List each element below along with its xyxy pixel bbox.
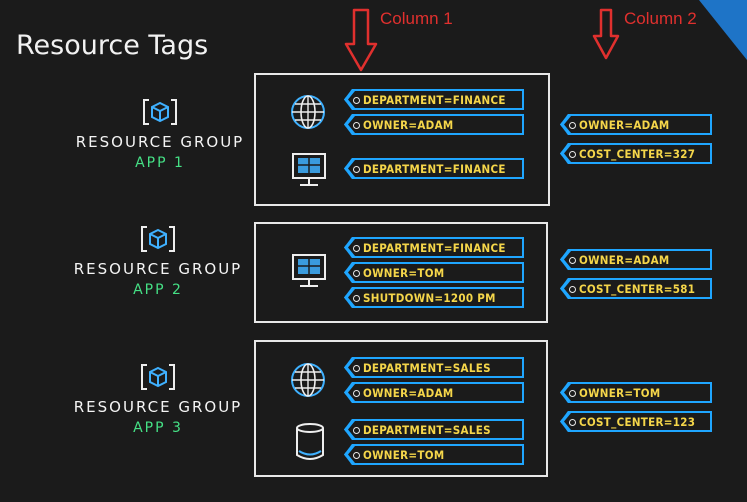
group-tag: OWNER=ADAM bbox=[560, 114, 712, 135]
resource-box-app-2 bbox=[254, 222, 548, 323]
resource-box-app-1 bbox=[254, 73, 550, 206]
resource-group-2: RESOURCE GROUP APP 2 bbox=[68, 224, 248, 298]
resource-group-3: RESOURCE GROUP APP 3 bbox=[68, 362, 248, 436]
resource-group-app: APP 3 bbox=[133, 420, 183, 436]
tag: DEPARTMENT=FINANCE bbox=[344, 237, 524, 258]
resource-group-app: APP 2 bbox=[133, 282, 183, 298]
column-2-arrow-icon bbox=[592, 8, 620, 60]
group-tag: COST_CENTER=327 bbox=[560, 143, 712, 164]
globe-icon bbox=[291, 363, 325, 397]
group-tag: OWNER=TOM bbox=[560, 382, 712, 403]
resource-group-cube-icon bbox=[141, 364, 175, 390]
resource-box-app-3 bbox=[254, 340, 548, 477]
corner-decoration bbox=[699, 0, 747, 60]
globe-icon bbox=[291, 95, 325, 129]
tag: DEPARTMENT=SALES bbox=[344, 419, 524, 440]
vm-monitor-icon bbox=[292, 254, 326, 287]
column-1-arrow-icon bbox=[344, 8, 378, 72]
tag: OWNER=TOM bbox=[344, 444, 524, 465]
tag: SHUTDOWN=1200 PM bbox=[344, 287, 524, 308]
group-tag: COST_CENTER=581 bbox=[560, 278, 712, 299]
column-1-label: Column 1 bbox=[380, 9, 453, 28]
column-2-label: Column 2 bbox=[624, 9, 697, 28]
database-icon bbox=[296, 423, 324, 460]
tag: OWNER=ADAM bbox=[344, 382, 524, 403]
tag: DEPARTMENT=FINANCE bbox=[344, 158, 524, 179]
tag: OWNER=TOM bbox=[344, 262, 524, 283]
group-tag: COST_CENTER=123 bbox=[560, 411, 712, 432]
resource-group-title: RESOURCE GROUP bbox=[73, 260, 243, 278]
resource-group-title: RESOURCE GROUP bbox=[73, 398, 243, 416]
group-tag: OWNER=ADAM bbox=[560, 249, 712, 270]
page-title: Resource Tags bbox=[16, 30, 209, 61]
tag: DEPARTMENT=FINANCE bbox=[344, 89, 524, 110]
resource-group-app: APP 1 bbox=[135, 155, 185, 171]
vm-monitor-icon bbox=[292, 153, 326, 186]
resource-group-title: RESOURCE GROUP bbox=[75, 133, 245, 151]
resource-group-1: RESOURCE GROUP APP 1 bbox=[70, 97, 250, 171]
resource-group-cube-icon bbox=[141, 226, 175, 252]
tag: OWNER=ADAM bbox=[344, 114, 524, 135]
resource-group-cube-icon bbox=[143, 99, 177, 125]
tag: DEPARTMENT=SALES bbox=[344, 357, 524, 378]
